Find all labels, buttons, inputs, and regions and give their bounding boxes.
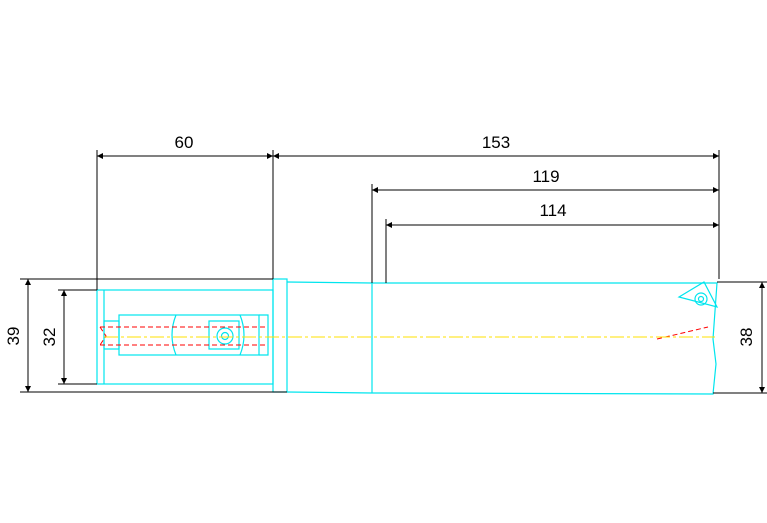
insert-pocket [677,281,719,308]
dim-114-text: 114 [539,201,566,220]
part-outline [96,278,719,395]
shank-right-cap [259,314,269,356]
hidden-lines [99,326,709,346]
flange [272,278,288,393]
clamp-inner [103,320,120,350]
wedge-screw [216,327,234,345]
wedge-curve-2 [239,314,245,356]
wedge-screw-body [208,320,240,350]
wedge-curve [171,314,177,356]
dim-60-text: 60 [175,133,194,152]
dim-38-text: 38 [737,328,756,347]
dim-32-text: 32 [40,328,59,347]
insert-screw-hole [697,295,705,303]
hidden-bore-left [99,326,107,346]
dimension-lines [20,150,767,394]
dim-153-text: 153 [482,133,510,152]
dim-119-text: 119 [532,167,559,186]
wedge-screw-hole [220,331,230,341]
insert-screw [694,292,708,306]
dim-39-text: 39 [4,327,23,346]
main-body [286,281,718,395]
